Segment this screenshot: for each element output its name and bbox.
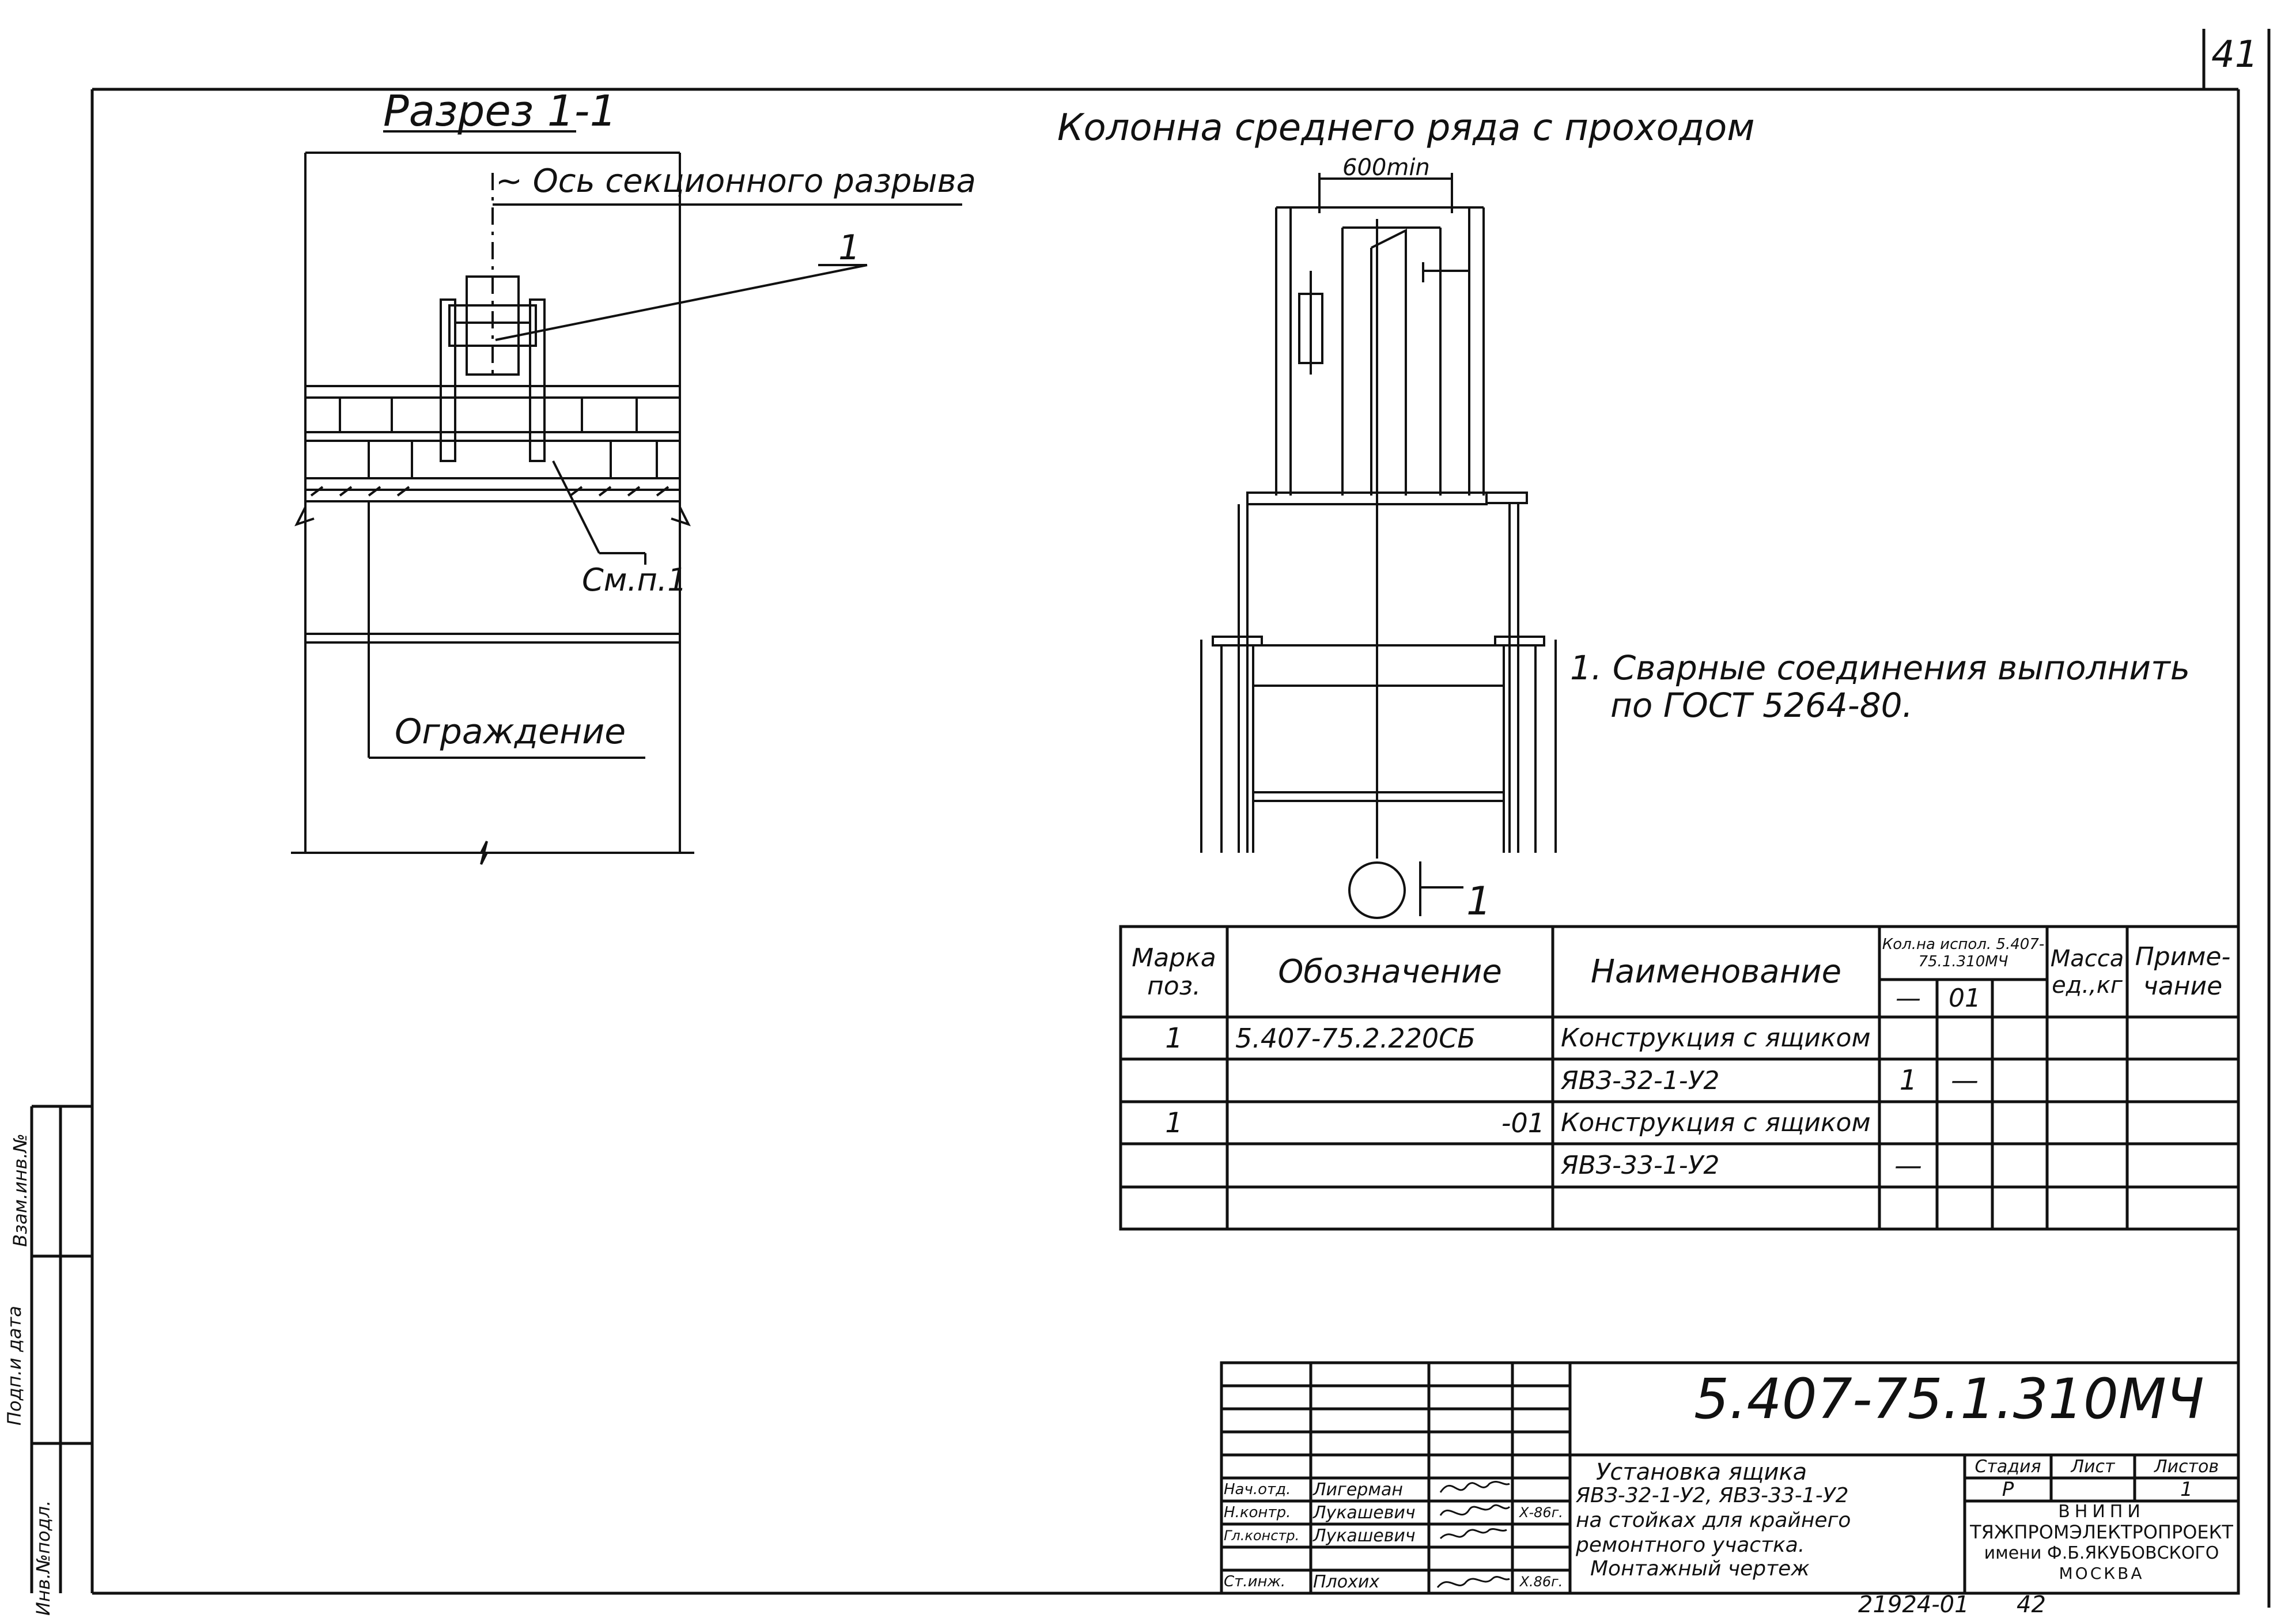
org-line-4: МОСКВА [2059,1563,2144,1583]
callout-position-1: 1 [838,228,861,268]
signer-role: Гл.констр. [1224,1528,1300,1544]
side-stamp-inv: Инв.№подл. [32,1500,54,1616]
sheets-value: 1 [2180,1478,2193,1501]
header-note: Приме- чание [2135,942,2231,1001]
header-qty: Кол.на испол. 5.407-75.1.310МЧ [1882,935,2045,970]
title-line-5: Монтажный чертеж [1590,1557,1810,1581]
org-line-2: ТЯЖПРОМЭЛЕКТРОПРОЕКТ [1970,1521,2233,1543]
page-number: 41 [2211,33,2259,76]
signer-name: Лукашевич [1313,1502,1416,1523]
header-qty-col-1: — [1896,984,1921,1013]
org-line-1: ВНИПИ [2058,1501,2145,1522]
stage-header: Стадия [1975,1456,2041,1477]
dimension-label: 600min [1342,154,1430,181]
header-mass: Масса ед.,кг [2050,946,2124,999]
section-cut-mark: 1 [1466,879,1492,924]
row-qty-1: 1 [1899,1064,1917,1097]
header-name: Наименование [1590,953,1842,991]
note-line-1: 1. Сварные соединения выполнить [1570,648,2191,687]
signer-name: Лигерман [1313,1479,1403,1500]
column-view-title: Колонна среднего ряда с проходом [1057,107,1755,149]
signer-role: Н.контр. [1224,1504,1291,1521]
row-name: Конструкция с ящиком [1561,1023,1871,1053]
row-mark: 1 [1165,1022,1183,1054]
footer-number: 42 [2017,1591,2046,1618]
signature [1436,1575,1510,1588]
spec-table-grid [1119,925,2240,1231]
row-name: Конструкция с ящиком [1561,1108,1871,1137]
fence-label: Ограждение [395,712,626,752]
title-line-2: ЯВЗ-32-1-У2, ЯВЗ-33-1-У2 [1576,1484,1849,1507]
signature [1439,1480,1510,1493]
row-qty-1: — [1894,1149,1922,1182]
sheet-header: Лист [2071,1456,2115,1477]
sheets-header: Листов [2154,1456,2219,1477]
row-name: ЯВЗ-32-1-У2 [1561,1065,1720,1095]
signer-name: Лукашевич [1313,1525,1416,1546]
signature [1439,1528,1507,1540]
see-note-label: См.п.1 [582,562,687,598]
section-axis-label: ~ Ось секционного разрыва [495,162,976,200]
column-view-drawing [1200,173,1557,919]
header-qty-col-2: 01 [1949,984,1981,1013]
row-designation: -01 [1501,1107,1545,1139]
section-1-1-drawing [291,130,962,865]
side-stamp-replace: Взам.инв.№ [9,1133,31,1247]
signer-role: Ст.инж. [1224,1573,1286,1590]
org-line-3: имени Ф.Б.ЯКУБОВСКОГО [1984,1543,2219,1563]
row-qty-2: — [1951,1064,1979,1097]
signature [1439,1504,1511,1516]
header-designation: Обозначение [1278,953,1502,991]
title-block-grid [1220,1361,2240,1595]
section-title: Разрез 1-1 [383,86,617,136]
doc-number: 5.407-75.1.310МЧ [1694,1367,2204,1431]
title-line-4: ремонтного участка. [1576,1533,1805,1557]
stage-value: Р [2002,1478,2014,1501]
note-line-2: по ГОСТ 5264-80. [1610,686,1913,725]
signer-name: Плохих [1313,1571,1380,1592]
header-mark: Марка поз. [1132,943,1216,1001]
title-line-3: на стойках для крайнего [1576,1509,1851,1532]
signer-date: Х.86г. [1519,1574,1563,1590]
row-mark: 1 [1165,1106,1183,1139]
row-designation: 5.407-75.2.220СБ [1235,1022,1476,1054]
signer-date: Х-86г. [1519,1504,1563,1521]
row-name: ЯВЗ-33-1-У2 [1561,1151,1720,1180]
side-stamp-sign: Подп.и дата [3,1306,25,1426]
footer-code: 21924-01 [1858,1591,1969,1618]
signer-role: Нач.отд. [1224,1481,1291,1498]
title-line-1: Установка ящика [1596,1459,1807,1485]
